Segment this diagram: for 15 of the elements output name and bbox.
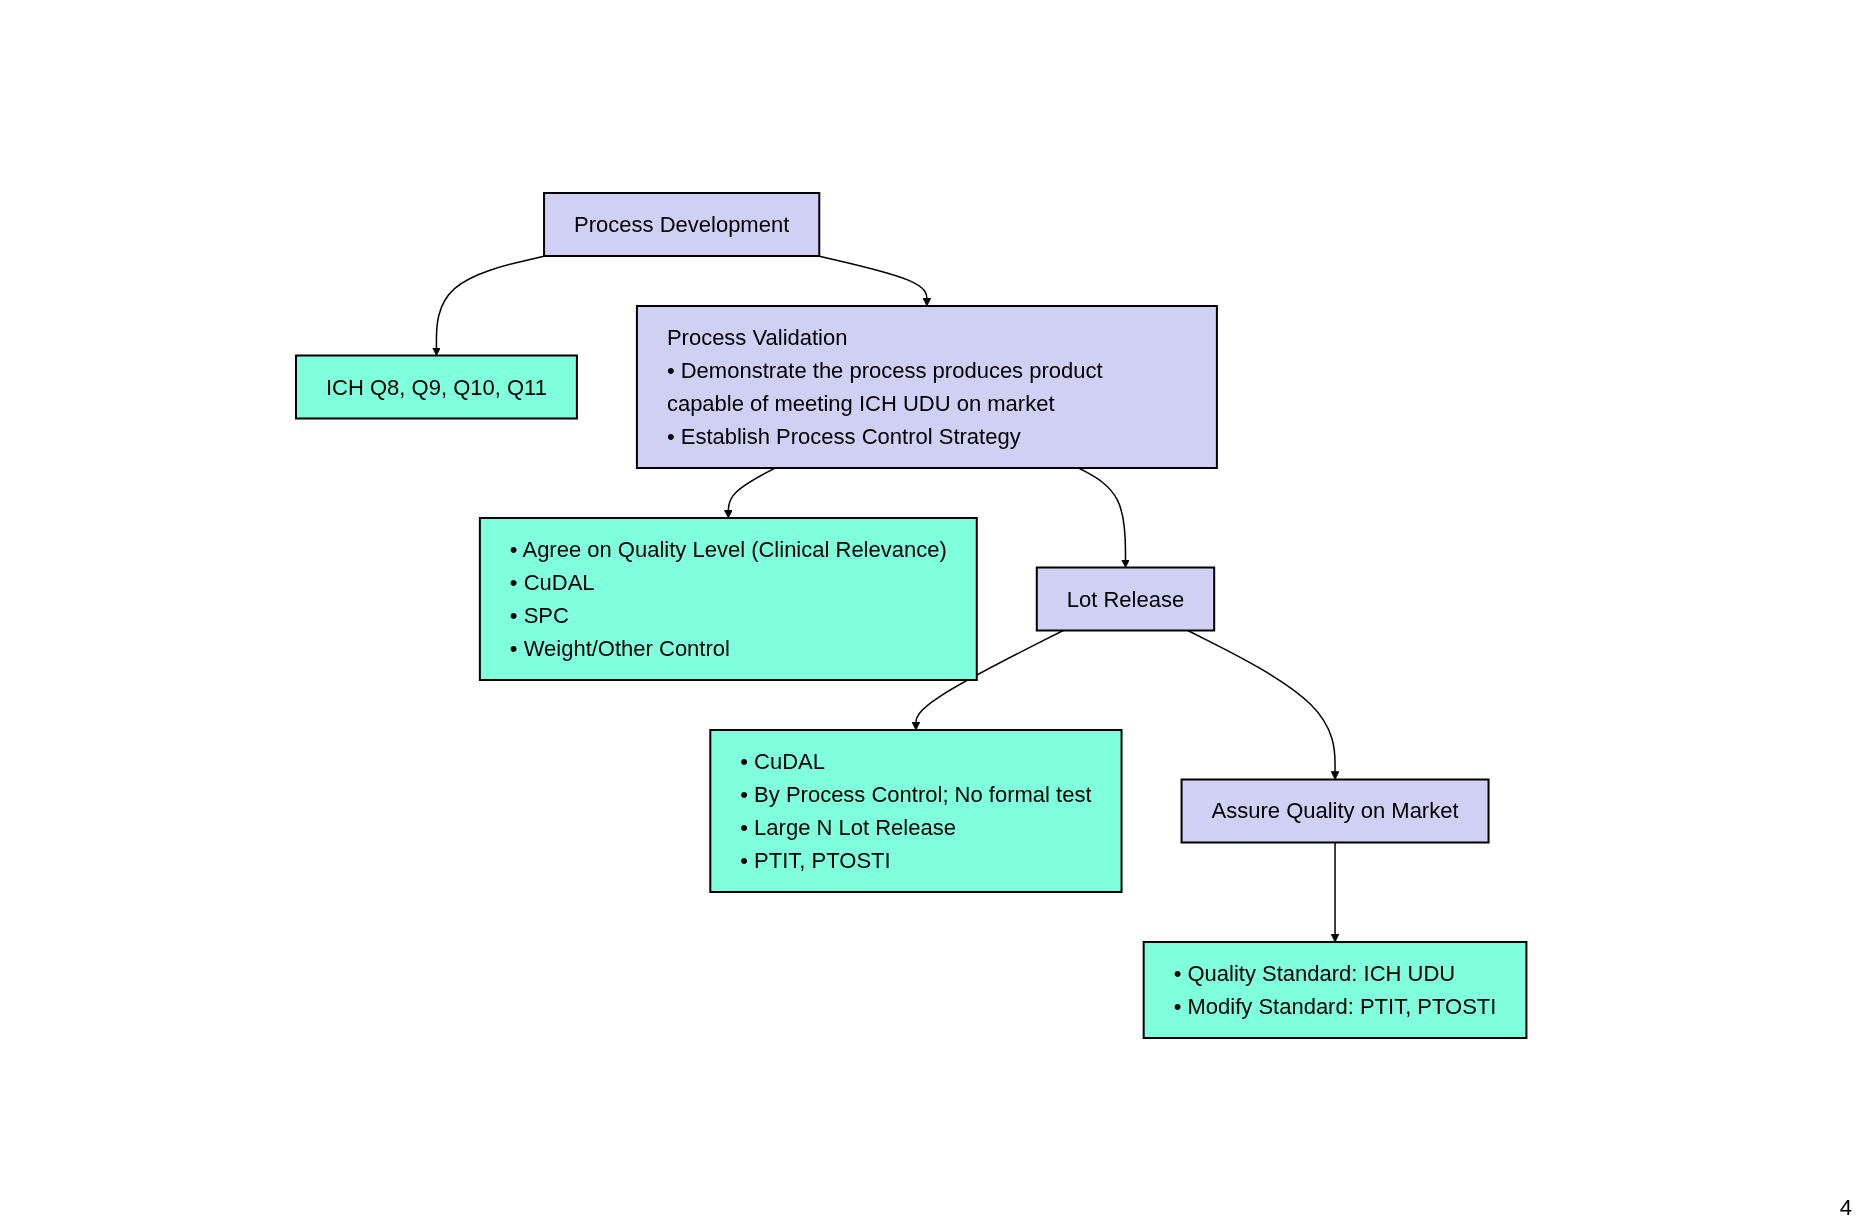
node-box: Assure Quality on Market [1180, 778, 1490, 844]
arrow [817, 255, 932, 307]
arrow [1330, 841, 1340, 943]
node-box: ICH Q8, Q9, Q10, Q11 [294, 354, 578, 420]
node-box: • CuDAL • By Process Control; No formal test • Large N Lot Release • PTIT, PTOSTI [709, 729, 1123, 893]
arrow [431, 255, 546, 356]
node-box: • Agree on Quality Level (Clinical Relevance) • CuDAL • SPC • Weight/Other Control [478, 517, 978, 681]
page-number: 4 [1839, 1195, 1852, 1220]
node-box: Process Validation • Demonstrate the process produces product capable of meeting ICH UDU on market • Establish Process Control Strategy [635, 305, 1218, 469]
arrow [723, 467, 776, 519]
node-box: Lot Release [1035, 566, 1215, 632]
arrow [911, 629, 1064, 731]
node-box: Process Development [542, 192, 821, 257]
node-box: • Quality Standard: ICH UDU • Modify Standard: PTIT, PTOSTI [1142, 941, 1528, 1039]
arrow [1186, 629, 1340, 780]
